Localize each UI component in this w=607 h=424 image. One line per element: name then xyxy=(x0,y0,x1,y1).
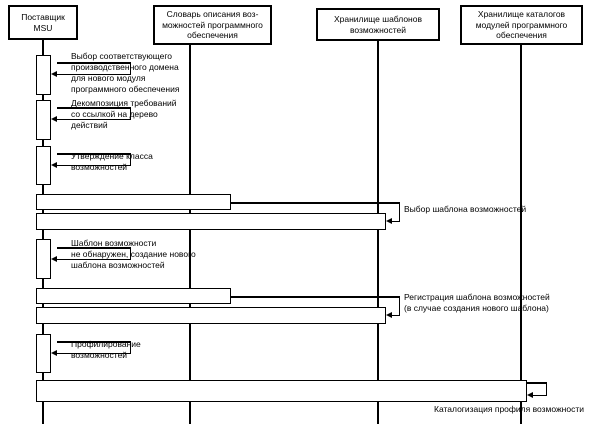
wide-bar-select-outgoing xyxy=(36,194,231,210)
activation-bar-2 xyxy=(36,100,51,140)
hook-top-line xyxy=(527,382,547,384)
hook-bottom-line xyxy=(392,220,400,222)
message-label-template-not-found: Шаблон возможности не обнаружен, создани… xyxy=(71,238,196,270)
connector-select-top xyxy=(231,202,386,204)
message-label-select-template: Выбор шаблона возможностей xyxy=(404,204,527,214)
hook-right-line xyxy=(129,62,131,75)
hook-right-line xyxy=(545,382,547,396)
hook-right-line xyxy=(398,202,400,222)
message-label-profiling: Профилирование возможностей xyxy=(71,339,141,360)
hook-bottom-line xyxy=(57,352,130,354)
message-hook-domain-select xyxy=(51,62,133,82)
message-hook-approve-class xyxy=(51,153,133,173)
message-hook-register-template xyxy=(386,296,402,318)
activation-bar-4 xyxy=(36,239,51,279)
hook-top-line xyxy=(57,107,131,109)
message-label-catalog-profile: Каталогизация профиля возможности xyxy=(434,404,584,414)
participant-box-catalog-repo[interactable]: Хранилище каталогов модулей программного… xyxy=(460,5,583,45)
lifeline-msu xyxy=(42,40,44,424)
message-hook-template-not-found xyxy=(51,247,133,267)
participant-label-msu: Поставщик MSU xyxy=(21,12,65,33)
activation-bar-1 xyxy=(36,55,51,95)
message-label-register-template: Регистрация шаблона возможностей (в случ… xyxy=(404,292,550,313)
message-hook-decompose xyxy=(51,107,133,127)
wide-bar-register-outgoing xyxy=(36,288,231,304)
hook-right-line xyxy=(129,247,131,260)
participant-label-template-repo: Хранилище шаблонов возможностей xyxy=(333,14,422,35)
message-hook-select-template xyxy=(386,202,402,224)
hook-top-line xyxy=(386,296,400,298)
message-hook-profiling xyxy=(51,341,133,361)
hook-right-line xyxy=(129,107,131,120)
arrowhead-icon xyxy=(386,311,392,318)
arrowhead-icon xyxy=(527,391,533,398)
message-label-decompose: Декомпозиция требований со ссылкой на де… xyxy=(71,98,177,130)
hook-bottom-line xyxy=(392,314,400,316)
hook-bottom-line xyxy=(533,394,547,396)
lifeline-template-repo xyxy=(377,41,379,424)
hook-top-line xyxy=(386,202,400,204)
hook-right-line xyxy=(129,341,131,354)
participant-label-dictionary: Словарь описания воз- можностей программ… xyxy=(162,9,263,41)
connector-register-top xyxy=(231,296,386,298)
lifeline-catalog-repo xyxy=(520,45,522,424)
hook-right-line xyxy=(129,153,131,166)
arrowhead-icon xyxy=(51,115,57,122)
message-label-approve-class: Утверждение класса возможностей xyxy=(71,151,153,172)
hook-top-line xyxy=(57,62,131,64)
participant-box-msu[interactable]: Поставщик MSU xyxy=(8,5,78,40)
arrowhead-icon xyxy=(51,161,57,168)
participant-box-dictionary[interactable]: Словарь описания воз- можностей программ… xyxy=(153,5,272,45)
activation-bar-5 xyxy=(36,334,51,373)
hook-top-line xyxy=(57,341,131,343)
lifeline-dictionary xyxy=(189,45,191,424)
activation-bar-3 xyxy=(36,146,51,185)
hook-bottom-line xyxy=(57,258,130,260)
message-hook-catalog-profile xyxy=(527,382,549,398)
hook-bottom-line xyxy=(57,164,130,166)
arrowhead-icon xyxy=(51,255,57,262)
wide-bar-catalog xyxy=(36,380,527,402)
wide-bar-register-incoming xyxy=(36,307,386,324)
hook-top-line xyxy=(57,247,131,249)
arrowhead-icon xyxy=(386,217,392,224)
hook-top-line xyxy=(57,153,131,155)
wide-bar-select-incoming xyxy=(36,213,386,230)
participant-box-template-repo[interactable]: Хранилище шаблонов возможностей xyxy=(316,8,440,41)
message-label-domain-select: Выбор соответствующего производственного… xyxy=(71,51,180,94)
participant-label-catalog-repo: Хранилище каталогов модулей программного… xyxy=(475,9,568,41)
hook-bottom-line xyxy=(57,73,130,75)
arrowhead-icon xyxy=(51,70,57,77)
hook-bottom-line xyxy=(57,118,130,120)
arrowhead-icon xyxy=(51,349,57,356)
hook-right-line xyxy=(398,296,400,316)
